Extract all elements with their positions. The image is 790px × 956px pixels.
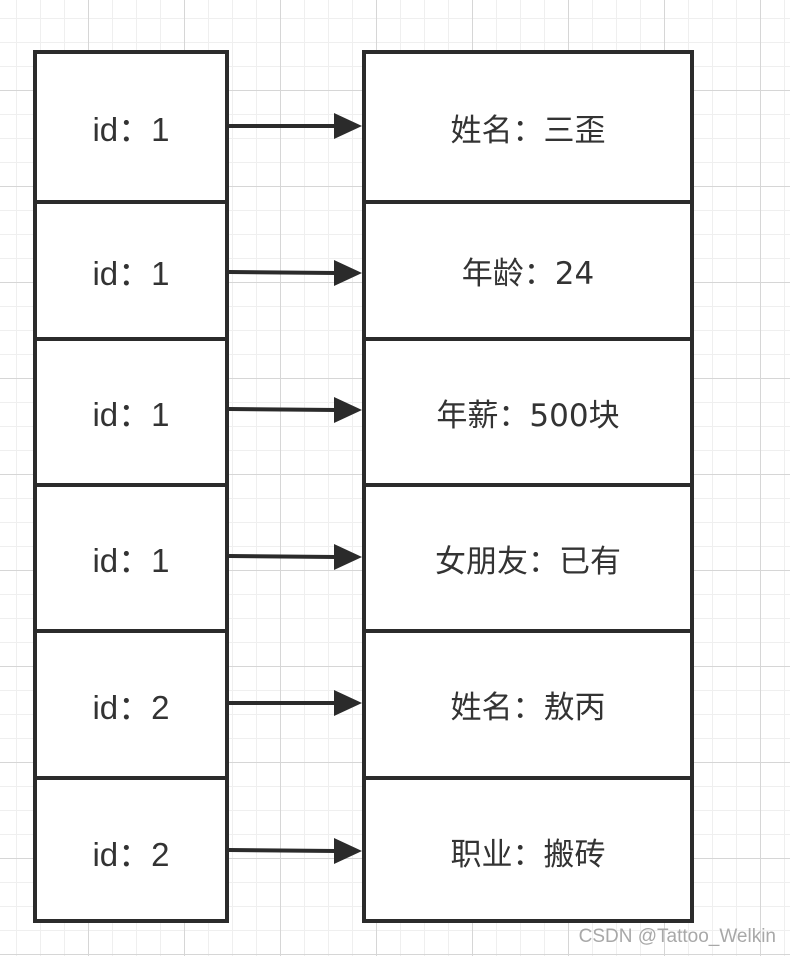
value-cell-label: 姓名：三歪	[450, 112, 606, 149]
arrow	[228, 397, 362, 423]
value-cell-label: 年薪：500块	[436, 397, 620, 434]
id-column: id：1 id：1 id：1 id：1 id：2 id：2	[33, 50, 229, 923]
id-cell: id：1	[37, 337, 225, 483]
id-cell-label: id：1	[92, 396, 170, 433]
arrow	[229, 113, 362, 139]
id-cell-label: id：1	[92, 542, 170, 579]
arrow	[228, 260, 362, 286]
id-cell: id：1	[37, 483, 225, 629]
value-cell-label: 年龄：24	[461, 256, 595, 292]
id-cell-label: id：1	[92, 254, 170, 292]
id-cell-label: id：2	[92, 835, 170, 873]
id-cell-label: id：1	[92, 111, 170, 148]
arrow	[228, 838, 362, 864]
value-cell-label: 姓名：敖丙	[450, 690, 606, 726]
id-cell: id：1	[37, 200, 225, 337]
arrow	[228, 544, 362, 570]
id-cell-label: id：2	[92, 688, 170, 726]
id-cell: id：2	[37, 776, 225, 923]
id-cell: id：1	[37, 54, 225, 200]
watermark: CSDN @Tattoo_Welkin	[578, 926, 776, 947]
value-cell: 姓名：三歪	[366, 54, 690, 200]
value-cell: 姓名：敖丙	[366, 629, 690, 776]
value-cell-label: 女朋友：已有	[435, 543, 621, 580]
id-cell: id：2	[37, 629, 225, 776]
value-cell: 职业：搬砖	[366, 776, 690, 923]
value-cell: 年龄：24	[366, 200, 690, 337]
value-cell: 年薪：500块	[366, 337, 690, 483]
value-column: 姓名：三歪 年龄：24 年薪：500块 女朋友：已有 姓名：敖丙 职业：搬砖	[362, 50, 694, 923]
value-cell: 女朋友：已有	[366, 483, 690, 629]
value-cell-label: 职业：搬砖	[450, 837, 606, 873]
arrow	[229, 690, 362, 716]
